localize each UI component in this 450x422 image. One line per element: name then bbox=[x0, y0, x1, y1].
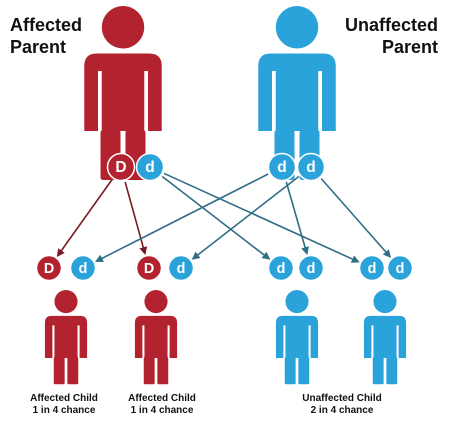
figure-head bbox=[373, 290, 397, 314]
unaffected-parent-person-icon bbox=[258, 6, 336, 180]
arrow-unaffected-d1-to-child-1 bbox=[95, 173, 269, 262]
svg-text:d: d bbox=[307, 261, 316, 277]
child-1-person-icon bbox=[44, 290, 88, 385]
parent-2-allele-1-circle: d bbox=[267, 152, 297, 182]
svg-text:d: d bbox=[396, 261, 405, 277]
arrow-unaffected-d2-to-child-2 bbox=[191, 175, 300, 260]
child-1-caption: Affected Child 1 in 4 chance bbox=[4, 393, 124, 417]
figure-torso bbox=[275, 315, 319, 358]
unaffected-children-caption-line1: Unaffected Child bbox=[302, 393, 382, 404]
child-2-caption-line2: 1 in 4 chance bbox=[130, 405, 194, 416]
affected-parent-label-line1: Affected bbox=[10, 15, 83, 35]
figure-torso bbox=[258, 53, 336, 131]
parent-1-allele-1-circle: D bbox=[106, 152, 136, 182]
arrow-affected-D-to-child-2 bbox=[124, 181, 148, 255]
figure-arm-gap bbox=[308, 325, 311, 359]
child-1-caption-line2: 1 in 4 chance bbox=[32, 405, 96, 416]
child-1-caption-line1: Affected Child bbox=[30, 393, 98, 404]
figure-head bbox=[275, 6, 319, 49]
svg-text:d: d bbox=[277, 159, 286, 176]
child-2-allele-1-circle: D bbox=[135, 254, 163, 282]
svg-text:D: D bbox=[144, 261, 154, 277]
figure-arm-gap bbox=[98, 71, 102, 132]
affected-parent-label-line2: Parent bbox=[10, 37, 67, 57]
figure-torso bbox=[44, 315, 88, 358]
figure-arm-gap bbox=[144, 71, 148, 132]
figure-arm-gap bbox=[167, 325, 170, 359]
child-4-allele-2-circle: d bbox=[386, 254, 414, 282]
child-4-allele-1-circle: d bbox=[358, 254, 386, 282]
figure-torso bbox=[363, 315, 407, 358]
child-4-person-icon bbox=[363, 290, 407, 385]
unaffected-children-caption: Unaffected Child 2 in 4 chance bbox=[282, 393, 402, 417]
figure-head bbox=[144, 290, 168, 314]
unaffected-children-caption-line2: 2 in 4 chance bbox=[310, 405, 374, 416]
parent-1-allele-2-circle: d bbox=[135, 152, 165, 182]
figure-torso bbox=[134, 315, 178, 358]
figure-leg bbox=[157, 357, 169, 385]
arrow-affected-D-to-child-1 bbox=[56, 179, 113, 258]
figure-head bbox=[101, 6, 145, 49]
child-1-allele-2-circle: d bbox=[69, 254, 97, 282]
unaffected-parent-label-line2: Parent bbox=[381, 37, 438, 57]
svg-text:d: d bbox=[277, 261, 286, 277]
figure-leg bbox=[372, 357, 384, 385]
figure-arm-gap bbox=[371, 325, 374, 359]
figure-head bbox=[285, 290, 309, 314]
figure-arm-gap bbox=[283, 325, 286, 359]
figure-leg bbox=[386, 357, 398, 385]
child-2-caption-line1: Affected Child bbox=[128, 393, 196, 404]
svg-text:d: d bbox=[145, 159, 154, 176]
figure-arm-gap bbox=[272, 71, 276, 132]
figure-leg bbox=[53, 357, 65, 385]
affected-parent-label: Affected Parent bbox=[10, 14, 82, 58]
svg-text:d: d bbox=[306, 159, 315, 176]
figure-leg bbox=[143, 357, 155, 385]
child-3-person-icon bbox=[275, 290, 319, 385]
svg-text:d: d bbox=[368, 261, 377, 277]
affected-parent-person-icon bbox=[84, 6, 162, 180]
child-3-allele-2-circle: d bbox=[297, 254, 325, 282]
figure-arm-gap bbox=[396, 325, 399, 359]
svg-text:d: d bbox=[79, 261, 88, 277]
unaffected-parent-label: Unaffected Parent bbox=[345, 14, 438, 58]
figure-head bbox=[54, 290, 78, 314]
figure-arm-gap bbox=[77, 325, 80, 359]
arrow-unaffected-d2-to-child-4 bbox=[320, 178, 392, 258]
arrow-affected-d-to-child-3 bbox=[161, 175, 271, 260]
svg-text:D: D bbox=[115, 159, 126, 176]
inheritance-arrows bbox=[56, 172, 392, 263]
figure-arm-gap bbox=[52, 325, 55, 359]
child-1-allele-1-circle: D bbox=[35, 254, 63, 282]
figure-arm-gap bbox=[142, 325, 145, 359]
child-2-allele-2-circle: d bbox=[167, 254, 195, 282]
svg-text:D: D bbox=[44, 261, 54, 277]
svg-text:d: d bbox=[177, 261, 186, 277]
figure-leg bbox=[284, 357, 296, 385]
figure-leg bbox=[67, 357, 79, 385]
child-3-allele-1-circle: d bbox=[267, 254, 295, 282]
arrow-affected-d-to-child-4 bbox=[163, 172, 360, 263]
arrow-unaffected-d1-to-child-3 bbox=[285, 181, 309, 256]
parent-2-allele-2-circle: d bbox=[296, 152, 326, 182]
figure-leg bbox=[298, 357, 310, 385]
child-2-caption: Affected Child 1 in 4 chance bbox=[102, 393, 222, 417]
figure-torso bbox=[84, 53, 162, 131]
unaffected-parent-label-line1: Unaffected bbox=[344, 15, 438, 35]
figure-arm-gap bbox=[318, 71, 322, 132]
child-2-person-icon bbox=[134, 290, 178, 385]
